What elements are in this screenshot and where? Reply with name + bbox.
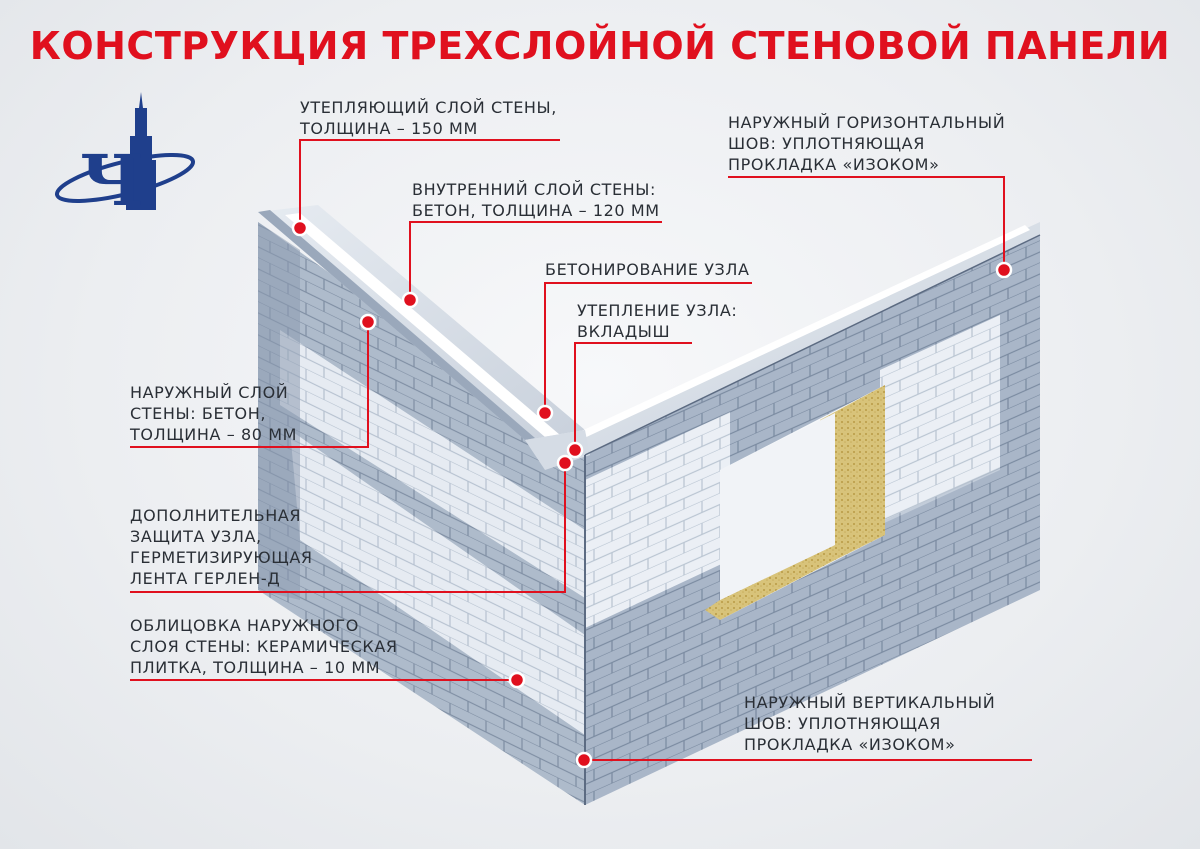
callout-horizontal-seam: НАРУЖНЫЙ ГОРИЗОНТАЛЬНЫЙ ШОВ: УПЛОТНЯЮЩАЯ…	[728, 113, 1006, 174]
callout-cladding: ОБЛИЦОВКА НАРУЖНОГО СЛОЯ СТЕНЫ: КЕРАМИЧЕ…	[130, 616, 398, 677]
dot-node-insulation	[566, 441, 584, 459]
callout-extra-protection: ДОПОЛНИТЕЛЬНАЯ ЗАЩИТА УЗЛА, ГЕРМЕТИЗИРУЮ…	[130, 506, 313, 588]
dot-vertical-seam	[575, 751, 593, 769]
callout-node-insulation: УТЕПЛЕНИЕ УЗЛА: ВКЛАДЫШ	[577, 301, 738, 341]
tower-globe-logo: Ч	[54, 92, 196, 222]
leader-lines	[130, 139, 1032, 761]
left-wall	[258, 222, 585, 805]
dot-outer-layer	[359, 313, 377, 331]
callout-inner-layer: ВНУТРЕННИЙ СЛОЙ СТЕНЫ: БЕТОН, ТОЛЩИНА – …	[412, 180, 660, 220]
dot-inner-layer	[401, 291, 419, 309]
page-title: КОНСТРУКЦИЯ ТРЕХСЛОЙНОЙ СТЕНОВОЙ ПАНЕЛИ	[29, 24, 1171, 68]
callout-node-concreting: БЕТОНИРОВАНИЕ УЗЛА	[545, 260, 750, 279]
horizontal-seam-line	[584, 234, 1041, 456]
dot-cladding	[508, 671, 526, 689]
callout-outer-layer: НАРУЖНЫЙ СЛОЙ СТЕНЫ: БЕТОН, ТОЛЩИНА – 80…	[130, 383, 298, 444]
dot-node-concreting	[536, 404, 554, 422]
callout-dots	[291, 219, 1013, 769]
window-opening	[705, 385, 885, 620]
callout-insulation-layer: УТЕПЛЯЮЩИЙ СЛОЙ СТЕНЫ, ТОЛЩИНА – 150 ММ	[300, 98, 557, 138]
dot-insulation-layer	[291, 219, 309, 237]
dot-extra-protection	[556, 454, 574, 472]
wall-top-section	[258, 205, 1040, 470]
callout-vertical-seam: НАРУЖНЫЙ ВЕРТИКАЛЬНЫЙ ШОВ: УПЛОТНЯЮЩАЯ П…	[744, 693, 996, 754]
dot-horizontal-seam	[995, 261, 1013, 279]
logo-letter: Ч	[80, 139, 144, 222]
